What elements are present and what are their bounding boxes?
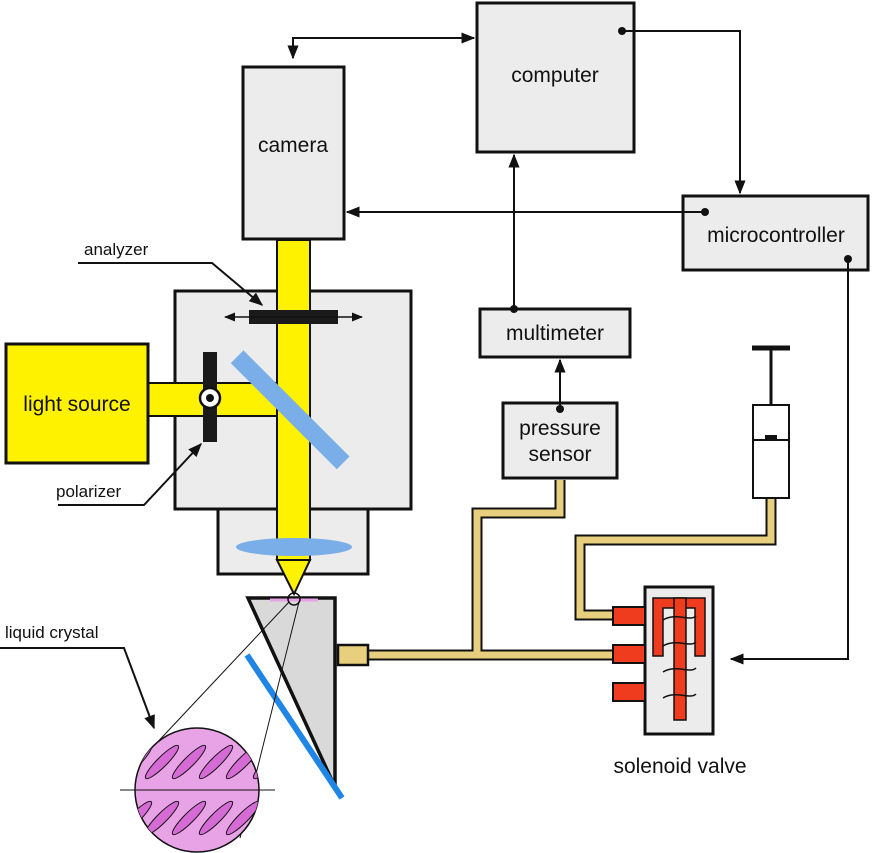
light-source-box: [4, 342, 150, 465]
objective-lens: [236, 538, 352, 556]
pressure-sensor-label-line2: sensor: [528, 443, 591, 466]
camera-label: camera: [258, 134, 328, 157]
polarizer-label: polarizer: [56, 482, 122, 501]
analyzer-label: analyzer: [84, 240, 149, 259]
solenoid-coil: [652, 597, 706, 721]
multimeter-label: multimeter: [506, 322, 604, 345]
microcontroller-label: microcontroller: [707, 224, 845, 247]
pressure-sensor-box: [501, 401, 619, 480]
cell-tube-connector: [336, 643, 370, 667]
camera-computer-link: [287, 32, 476, 60]
analyzer-pointer: [78, 262, 264, 306]
computer-label: computer: [511, 64, 599, 87]
liquid-crystal-molecules: [135, 744, 259, 836]
pneumatic-tubing: [367, 480, 777, 661]
polarizer-rotation-dot: [206, 394, 214, 402]
computer-box: [475, 1, 636, 154]
tilted-glass-slide: [244, 653, 345, 800]
light-source-label: light source: [23, 393, 130, 416]
focused-beam-tip: [275, 559, 312, 597]
liquid-crystal-cell: [245, 596, 337, 788]
valve-ports: [612, 606, 646, 702]
polarizer-pointer: [58, 442, 202, 506]
zoom-line-left: [151, 601, 290, 749]
syringe: [752, 345, 790, 499]
computer-to-microcontroller-wire: [622, 30, 746, 195]
liquid-crystal-pointer: [0, 647, 155, 730]
focal-spot: [287, 592, 301, 606]
solenoid-valve-label: solenoid valve: [613, 755, 746, 778]
multimeter-box: [478, 307, 632, 359]
liquid-crystal-label: liquid crystal: [5, 623, 99, 642]
camera-box: [241, 65, 346, 241]
microcontroller-box: [681, 194, 870, 272]
microcontroller-to-valve-wire: [729, 259, 849, 665]
beam-splitter-mirror: [230, 350, 350, 470]
pressure-sensor-label-line1: pressure: [519, 417, 601, 440]
